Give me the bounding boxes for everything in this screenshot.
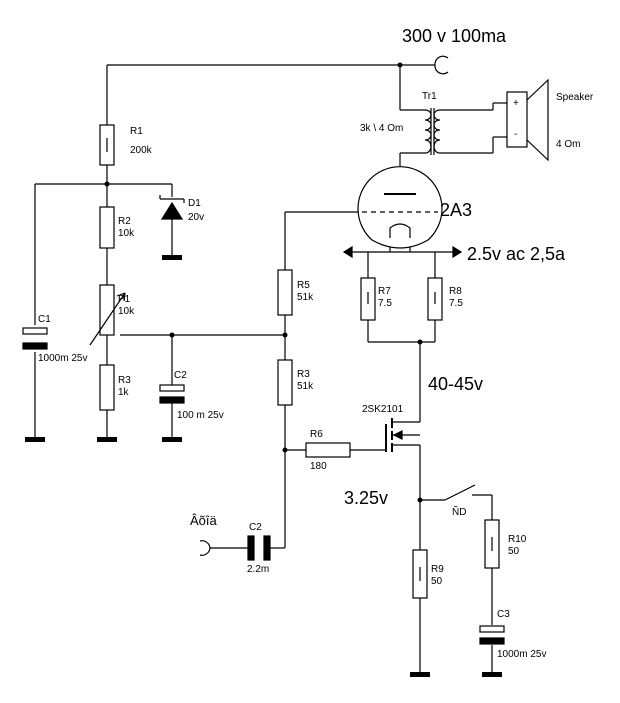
svg-text:+: + bbox=[513, 98, 519, 109]
junction-dot bbox=[169, 332, 175, 338]
input-label: Âõîä bbox=[190, 513, 218, 528]
mosfet-name: 2SK2101 bbox=[362, 404, 404, 415]
junction-dot bbox=[397, 62, 403, 68]
capacitor-c2b-right bbox=[263, 535, 271, 561]
filament-arrow-left bbox=[342, 245, 353, 259]
capacitor-c2-minus bbox=[159, 396, 185, 404]
r6-value: 180 bbox=[310, 461, 327, 472]
p1-ref: P1 bbox=[118, 294, 131, 305]
r2-value: 10k bbox=[118, 228, 135, 239]
ground-icon bbox=[162, 437, 182, 442]
r6-ref: R6 bbox=[310, 429, 323, 440]
ground-icon bbox=[97, 437, 117, 442]
r9-ref: R9 bbox=[431, 564, 444, 575]
r9-value: 50 bbox=[431, 576, 443, 587]
c1-ref: C1 bbox=[38, 314, 51, 325]
junction-dot bbox=[417, 339, 423, 345]
r7-value: 7.5 bbox=[378, 298, 392, 309]
r10-ref: R10 bbox=[508, 534, 527, 545]
c2b-value: 2.2m bbox=[247, 564, 269, 575]
ground-icon bbox=[482, 672, 502, 677]
d1-ref: D1 bbox=[188, 198, 201, 209]
speaker-impedance: 4 Om bbox=[556, 139, 580, 150]
r7-ref: R7 bbox=[378, 286, 391, 297]
filament-label: 2.5v ac 2,5a bbox=[467, 244, 566, 264]
transformer-ratio: 3k \ 4 Om bbox=[360, 123, 403, 134]
r1-ref: R1 bbox=[130, 126, 143, 137]
p1-value: 10k bbox=[118, 306, 135, 317]
resistor-r3-1k bbox=[99, 364, 115, 411]
transformer-ref: Tr1 bbox=[422, 91, 437, 102]
supply-connector bbox=[434, 55, 449, 75]
r5-ref: R5 bbox=[297, 280, 310, 291]
ground-icon bbox=[162, 255, 182, 260]
c2a-value: 100 m 25v bbox=[177, 410, 224, 421]
tube-name: 2A3 bbox=[440, 200, 472, 220]
pot-arrow bbox=[89, 292, 126, 346]
junction-dot bbox=[282, 332, 288, 338]
junctions bbox=[104, 62, 423, 503]
resistor-r3-51k bbox=[277, 359, 293, 406]
capacitor-c1-plus bbox=[22, 327, 48, 335]
r1-value: 200k bbox=[130, 145, 153, 156]
c2b-ref: C2 bbox=[249, 522, 262, 533]
c1-value: 1000m 25v bbox=[38, 353, 87, 364]
source-voltage-label: 3.25v bbox=[344, 488, 388, 508]
filament-arrow-right bbox=[452, 245, 463, 259]
capacitor-c2b-left bbox=[247, 535, 255, 561]
speaker-name: Speaker bbox=[556, 92, 594, 103]
bias-voltage-label: 40-45v bbox=[428, 374, 483, 394]
resistor-r6 bbox=[305, 442, 351, 458]
r3a-ref: R3 bbox=[118, 375, 131, 386]
svg-text:-: - bbox=[514, 129, 517, 140]
r2-ref: R2 bbox=[118, 216, 131, 227]
resistor-r5 bbox=[277, 269, 293, 316]
switch-label: ÑD bbox=[452, 505, 466, 518]
diode-d1 bbox=[160, 201, 184, 220]
wires bbox=[34, 64, 507, 672]
speaker-icon: + - bbox=[506, 78, 549, 162]
capacitor-c2-plus bbox=[159, 384, 185, 392]
ground-icon bbox=[25, 437, 45, 442]
r3b-value: 51k bbox=[297, 381, 314, 392]
capacitor-c1-minus bbox=[22, 342, 48, 350]
r5-value: 51k bbox=[297, 292, 314, 303]
r8-ref: R8 bbox=[449, 286, 462, 297]
resistor-r2 bbox=[99, 206, 115, 249]
mosfet-2sk2101 bbox=[385, 418, 420, 452]
switch-lever bbox=[444, 484, 476, 501]
r8-value: 7.5 bbox=[449, 298, 463, 309]
r3a-value: 1k bbox=[118, 387, 130, 398]
d1-value: 20v bbox=[188, 212, 204, 223]
input-jack-icon bbox=[199, 540, 211, 556]
c2a-ref: C2 bbox=[174, 370, 187, 381]
capacitor-c3-minus bbox=[479, 637, 505, 645]
ground-symbols bbox=[25, 255, 502, 677]
r3b-ref: R3 bbox=[297, 369, 310, 380]
ground-icon bbox=[410, 672, 430, 677]
c3-ref: C3 bbox=[497, 609, 510, 620]
capacitor-c3-plus bbox=[479, 625, 505, 633]
supply-label: 300 v 100ma bbox=[402, 26, 507, 46]
r10-value: 50 bbox=[508, 546, 520, 557]
junction-dot bbox=[417, 497, 423, 503]
c3-value: 1000m 25v bbox=[497, 649, 546, 660]
output-transformer bbox=[424, 108, 441, 155]
junction-dot bbox=[282, 447, 288, 453]
junction-dot bbox=[104, 181, 110, 187]
vacuum-tube-2a3 bbox=[357, 166, 443, 249]
